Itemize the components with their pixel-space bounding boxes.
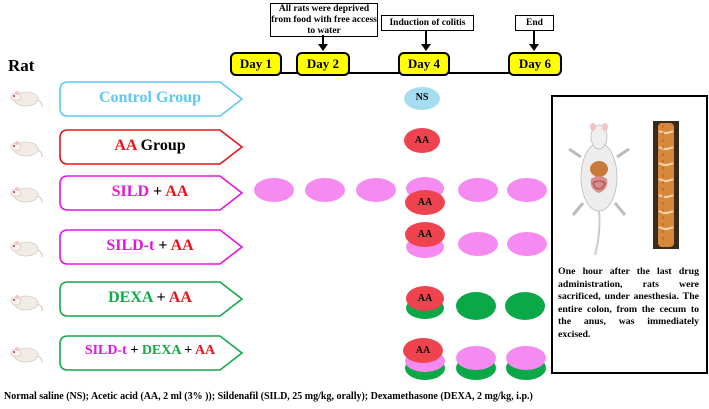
sild-dose-marker <box>458 178 498 202</box>
group-label-part: + <box>152 289 169 306</box>
sild-dose-marker <box>507 232 547 256</box>
group-label-control: Control Group <box>60 89 240 107</box>
group-label-part: + <box>149 183 166 200</box>
dexa-dose-marker <box>456 292 496 320</box>
rat-icon <box>10 295 43 312</box>
sild-dose-marker <box>458 232 498 256</box>
induction-annotation: Induction of colitis <box>381 15 474 31</box>
group-label-aa: AA Group <box>60 137 240 155</box>
group-label-part: SILD-t <box>106 237 155 254</box>
group-row-sild-aa: SILD + AA <box>59 174 245 212</box>
aa-marker: AA <box>405 190 445 215</box>
day-2-label: Day 2 <box>296 52 350 76</box>
induction-arrow-head <box>421 44 431 51</box>
sild-dose-marker <box>305 178 345 202</box>
group-label-part: DEXA <box>108 289 153 306</box>
group-label-sildt-aa: SILD-t + AA <box>60 237 240 255</box>
rat-column-title: Rat <box>8 56 35 75</box>
group-shape-sild-aa <box>59 175 244 211</box>
end-arrow-head <box>529 44 539 51</box>
dexa-dose-marker <box>505 292 545 320</box>
ns-marker: NS <box>404 87 440 110</box>
group-shape-aa <box>59 129 244 165</box>
group-pentagon-outline <box>59 229 244 265</box>
aa-marker: AA <box>403 338 443 363</box>
group-shape-control <box>59 81 244 117</box>
group-label-part: AA <box>170 237 194 254</box>
day-4-label: Day 4 <box>398 52 450 76</box>
aa-marker: AA <box>406 286 444 311</box>
group-label-part: AA <box>194 343 216 358</box>
sild-dose-marker <box>506 346 546 370</box>
group-pentagon-outline <box>59 335 244 371</box>
group-label-part: + <box>126 343 142 358</box>
rat-icon <box>10 91 43 108</box>
sild-dose-marker <box>507 178 547 202</box>
group-label-part: + <box>154 237 171 254</box>
group-pentagon-outline <box>59 81 244 117</box>
group-label-sildt-dexa-aa: SILD-t + DEXA + AA <box>60 343 240 359</box>
aa-marker: AA <box>405 222 445 247</box>
day-6-label: Day 6 <box>508 52 562 76</box>
rat-icon <box>10 187 43 204</box>
rat-icon <box>10 347 43 364</box>
group-label-part: DEXA <box>141 343 181 358</box>
group-pentagon-outline <box>59 175 244 211</box>
group-label-part: Group <box>136 137 186 154</box>
end-annotation: End <box>515 15 554 31</box>
rat-icon <box>10 141 43 158</box>
group-label-part: SILD <box>111 183 149 200</box>
sild-dose-marker <box>456 346 496 370</box>
group-label-part: AA <box>165 183 189 200</box>
day-1-label: Day 1 <box>230 52 282 76</box>
group-row-sildt-aa: SILD-t + AA <box>59 228 245 266</box>
group-row-dexa-aa: DEXA + AA <box>59 280 245 318</box>
aa-marker: AA <box>404 128 440 153</box>
group-shape-sildt-aa <box>59 229 244 265</box>
group-row-aa: AA Group <box>59 128 245 166</box>
induction-arrow-line <box>425 30 427 45</box>
rat-anatomy-illustration <box>568 123 630 256</box>
end-arrow-line <box>533 30 535 45</box>
group-label-sild-aa: SILD + AA <box>60 183 240 201</box>
sacrifice-info-box: One hour after the last drug administrat… <box>551 95 708 374</box>
group-label-part: SILD-t <box>84 343 127 358</box>
group-pentagon-outline <box>59 281 244 317</box>
excised-colon-photo <box>653 121 679 249</box>
abbreviations-footnote: Normal saline (NS); Acetic acid (AA, 2 m… <box>4 391 533 402</box>
fasting-annotation: All rats were deprived from food with fr… <box>270 3 378 37</box>
fasting-arrow-line <box>322 35 324 45</box>
group-row-sildt-dexa-aa: SILD-t + DEXA + AA <box>59 334 245 372</box>
group-label-dexa-aa: DEXA + AA <box>60 289 240 307</box>
group-shape-dexa-aa <box>59 281 244 317</box>
group-shape-sildt-dexa-aa <box>59 335 244 371</box>
group-row-control: Control Group <box>59 80 245 118</box>
group-label-part: AA <box>168 289 192 306</box>
group-pentagon-outline <box>59 129 244 165</box>
rat-icon <box>10 241 43 258</box>
group-label-part: AA <box>114 137 137 154</box>
sild-dose-marker <box>356 178 396 202</box>
fasting-arrow-head <box>318 44 328 51</box>
sacrifice-info-text: One hour after the last drug administrat… <box>558 266 699 340</box>
group-label-part: Control Group <box>98 89 202 106</box>
group-label-part: + <box>180 343 195 358</box>
sild-dose-marker <box>254 178 294 202</box>
